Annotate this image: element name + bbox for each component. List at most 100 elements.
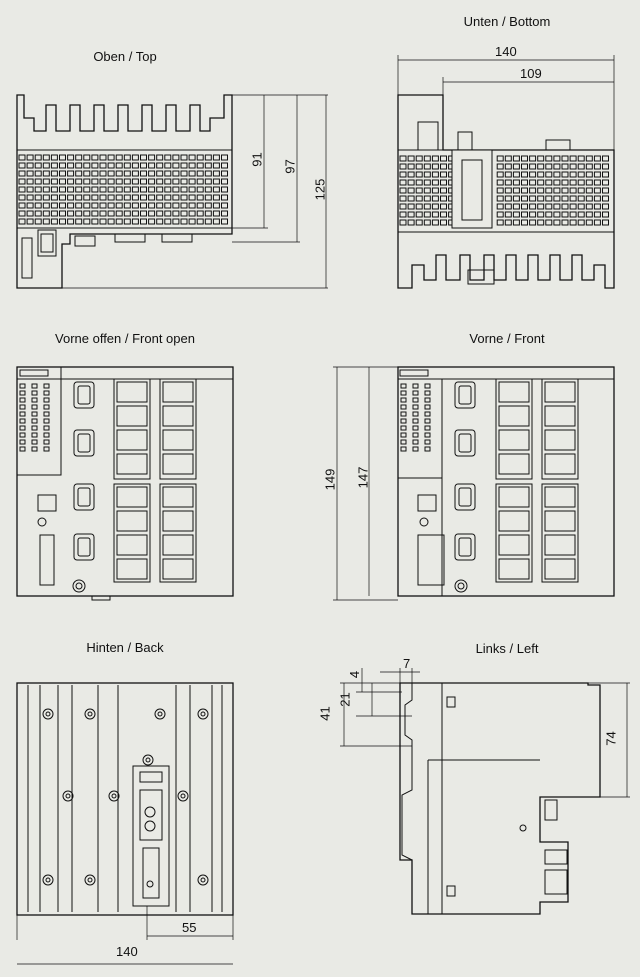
terminal-cell: [423, 187, 431, 194]
dim-left-74: 74: [603, 731, 619, 746]
terminal-cell: [569, 203, 577, 210]
terminal-cell: [156, 186, 164, 193]
led: [31, 411, 38, 417]
terminal-cell: [164, 162, 172, 169]
terminal-cell: [399, 195, 407, 202]
terminal-cell: [91, 154, 99, 161]
terminal-cell: [440, 163, 447, 170]
terminal-cell: [545, 171, 553, 178]
terminal-cell: [529, 211, 537, 218]
terminal-cell: [521, 179, 528, 186]
mount-hole-center: [87, 877, 93, 883]
led: [412, 425, 419, 431]
terminal-cell: [602, 195, 609, 202]
terminal-cell: [553, 163, 561, 170]
terminal-cell: [440, 211, 447, 218]
terminal-cell: [164, 170, 172, 177]
terminal-cell: [504, 179, 512, 186]
led: [19, 383, 26, 389]
led: [19, 397, 26, 403]
mount-hole: [197, 874, 209, 886]
terminal-cell: [504, 163, 512, 170]
mount-hole: [108, 790, 120, 802]
terminal-cell: [431, 219, 439, 226]
terminal-cell: [593, 219, 601, 226]
terminal-cell: [18, 218, 26, 225]
terminal-cell: [496, 163, 504, 170]
terminal-cell: [18, 154, 26, 161]
left-view-title: Links / Left: [475, 641, 539, 656]
terminal-cell: [221, 186, 228, 193]
terminal-cell: [172, 162, 180, 169]
terminal-cell: [415, 179, 423, 186]
terminal-cell: [180, 154, 188, 161]
terminal-cell: [42, 162, 50, 169]
left-view: [340, 668, 630, 915]
terminal-cell: [529, 155, 537, 162]
led: [400, 390, 407, 396]
terminal-cell: [99, 194, 107, 201]
terminal-cell: [34, 202, 42, 209]
terminal-cell: [188, 210, 196, 217]
terminal-cell: [212, 170, 220, 177]
terminal-cell: [204, 162, 212, 169]
terminal-cell: [553, 203, 561, 210]
terminal-cell: [553, 179, 561, 186]
terminal-cell: [50, 154, 58, 161]
terminal-cell: [172, 178, 180, 185]
sfp-port: [73, 533, 95, 561]
sfp-port: [454, 483, 476, 511]
terminal-cell: [26, 218, 34, 225]
rj45-port: [544, 534, 576, 556]
terminal-cell: [164, 186, 172, 193]
terminal-cell: [569, 211, 577, 218]
terminal-cell: [50, 186, 58, 193]
terminal-cell: [34, 194, 42, 201]
led: [19, 425, 26, 431]
terminal-cell: [407, 187, 415, 194]
mount-hole: [84, 874, 96, 886]
mount-hole-center: [45, 711, 51, 717]
terminal-cell: [67, 218, 75, 225]
terminal-cell: [512, 219, 520, 226]
terminal-cell: [75, 170, 83, 177]
terminal-cell: [423, 179, 431, 186]
sfp-port: [73, 381, 95, 409]
terminal-cell: [156, 154, 164, 161]
rj45-port: [116, 381, 148, 403]
led: [400, 446, 407, 452]
rj45-port: [498, 405, 530, 427]
terminal-cell: [399, 171, 407, 178]
rj45-port: [162, 405, 194, 427]
terminal-cell: [512, 163, 520, 170]
led: [424, 411, 431, 417]
terminal-cell: [504, 203, 512, 210]
terminal-cell: [42, 154, 50, 161]
led: [43, 390, 50, 396]
terminal-cell: [537, 155, 545, 162]
terminal-cell: [164, 154, 172, 161]
terminal-cell: [415, 163, 423, 170]
terminal-cell: [140, 210, 147, 217]
led: [412, 446, 419, 452]
terminal-cell: [545, 211, 553, 218]
terminal-cell: [50, 210, 58, 217]
terminal-cell: [75, 218, 83, 225]
rj45-port: [116, 558, 148, 580]
terminal-cell: [415, 171, 423, 178]
terminal-cell: [529, 171, 537, 178]
terminal-cell: [423, 219, 431, 226]
led: [412, 439, 419, 445]
led: [19, 404, 26, 410]
rj45-port: [544, 486, 576, 508]
terminal-cell: [123, 210, 131, 217]
terminal-cell: [107, 178, 115, 185]
terminal-cell: [123, 154, 131, 161]
terminal-cell: [188, 194, 196, 201]
terminal-cell: [180, 218, 188, 225]
terminal-cell: [196, 194, 204, 201]
terminal-cell: [512, 203, 520, 210]
mount-hole: [84, 708, 96, 720]
terminal-cell: [59, 178, 66, 185]
terminal-cell: [585, 179, 593, 186]
